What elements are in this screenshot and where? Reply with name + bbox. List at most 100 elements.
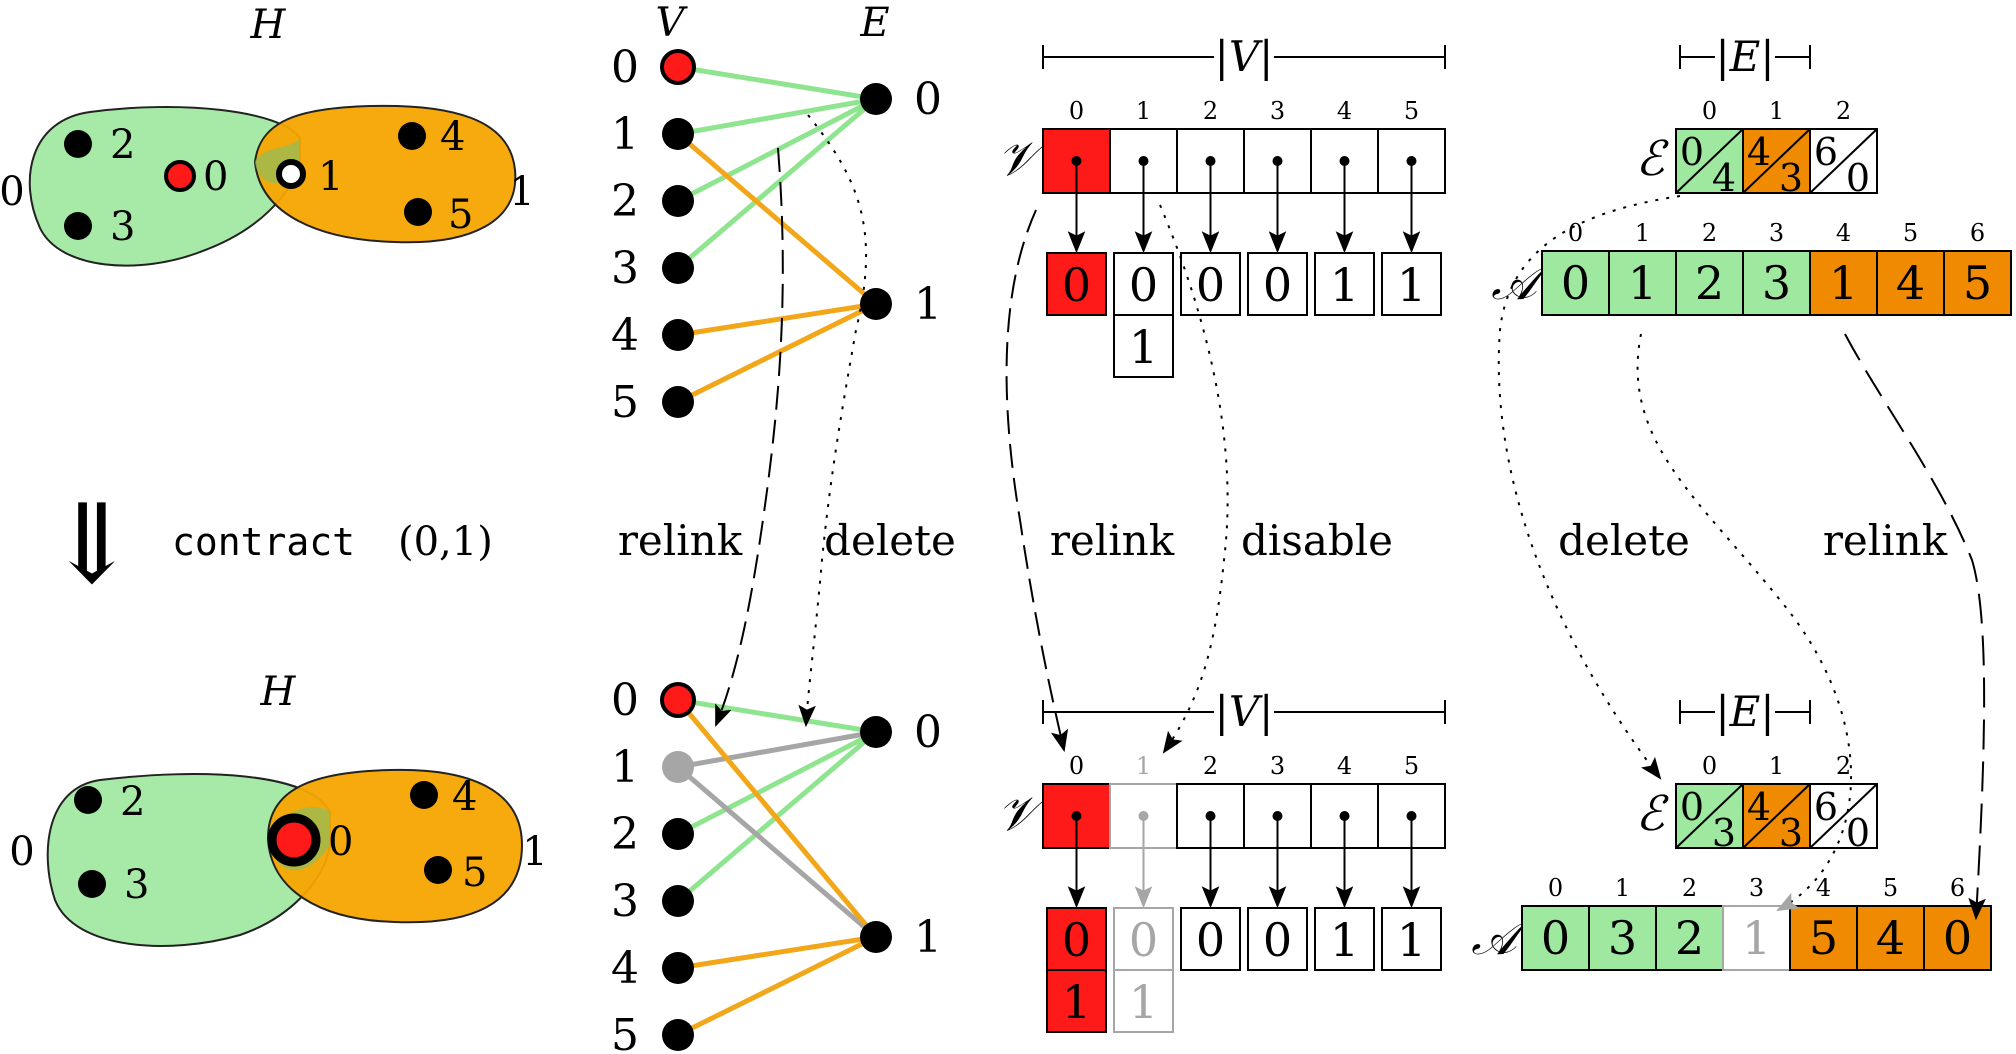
bipartite-top-edge-dot xyxy=(860,288,892,320)
vertex-label-2-bottom: 2 xyxy=(120,779,145,825)
top-vertex-value: 0 xyxy=(1263,258,1292,312)
bottom-edge-cell-diagonal xyxy=(1742,783,1811,849)
bottom-v-size-bracket-label: |V| xyxy=(1215,687,1274,736)
top-a-index-label: 6 xyxy=(1970,219,1985,247)
bipartite-bottom-vertex-dot xyxy=(662,952,694,984)
vertex-label-5-bottom: 5 xyxy=(462,850,487,896)
bipartite-top-edge-line xyxy=(676,132,878,306)
vertex-dot-5-bottom xyxy=(424,856,452,884)
bottom-edge-first-value: 0 xyxy=(1680,785,1704,829)
top-adjacency-value: 1 xyxy=(1628,256,1657,310)
bottom-vertex-extra-value: 1 xyxy=(1062,975,1091,1029)
vertex-dot-3 xyxy=(64,212,92,240)
bipartite-bottom-edge-line xyxy=(676,934,878,1038)
hypergraph-top: H 0 1 2 3 0 1 4 5 xyxy=(0,2,535,267)
top-vertex-value: 0 xyxy=(1129,258,1158,312)
top-vertex-value-box xyxy=(1180,252,1241,316)
bottom-edge-array-symbol: ℰ xyxy=(1635,786,1669,842)
top-v-index-label: 4 xyxy=(1337,97,1352,125)
vertex-dot-2-bottom xyxy=(74,786,102,814)
top-vertex-value: 1 xyxy=(1330,258,1359,312)
vertex-label-3-bottom: 3 xyxy=(124,862,149,908)
top-edge-first-value: 4 xyxy=(1747,130,1771,174)
top-edge-first-value: 0 xyxy=(1680,130,1704,174)
bipartite-bottom-vertex-dot xyxy=(660,682,696,718)
bottom-adjacency-value: 0 xyxy=(1541,911,1570,965)
contract-operation: ⇓ contract (0,1) xyxy=(46,480,493,608)
top-adjacency-value: 2 xyxy=(1695,256,1724,310)
bipartite-top-vertex-label: 0 xyxy=(611,42,639,93)
vertex-array-disable-label: disable xyxy=(1241,516,1393,565)
top-adjacency-cell xyxy=(1809,250,1878,316)
bipartite-e-header: E xyxy=(859,0,889,46)
merged-vertex-dot xyxy=(267,813,321,867)
bipartite-bottom-edge-line xyxy=(677,697,877,735)
bottom-edge-first-value: 4 xyxy=(1747,785,1771,829)
bipartite-bottom-vertex-dot xyxy=(662,1019,694,1051)
bipartite-relink-label: relink xyxy=(618,516,743,565)
hyperedge-1-shape xyxy=(253,104,517,244)
bottom-vertex-value: 1 xyxy=(1397,913,1426,967)
top-vertex-extra-value: 1 xyxy=(1129,320,1158,374)
bipartite-v-header: V xyxy=(656,0,689,46)
bottom-adjacency-cell xyxy=(1722,905,1791,971)
bottom-adjacency-cell xyxy=(1789,905,1858,971)
top-a-index-label: 0 xyxy=(1568,219,1583,247)
top-edge-cell-diagonal xyxy=(1675,128,1744,194)
bipartite-top-vertex-dot xyxy=(662,118,694,150)
bottom-adjacency-value: 5 xyxy=(1809,911,1838,965)
top-a-index-label: 2 xyxy=(1702,219,1717,247)
top-e-index-label: 1 xyxy=(1769,97,1784,125)
adjacency-relink-label: relink xyxy=(1823,516,1948,565)
top-adjacency-value: 4 xyxy=(1896,256,1925,310)
operation-labels: relink delete relink disable delete reli… xyxy=(618,516,1948,565)
bipartite-bottom-edge-line xyxy=(676,698,878,939)
bipartite-top-edge-line xyxy=(677,301,877,338)
hypergraph-bottom: H 0 1 2 3 0 4 5 xyxy=(9,669,548,947)
vertex-dot-3-bottom xyxy=(78,870,106,898)
bottom-vertex-value: 0 xyxy=(1196,913,1225,967)
top-a-index-label: 4 xyxy=(1836,219,1851,247)
bipartite-bottom-vertex-dot xyxy=(662,818,694,850)
bottom-a-index-label: 4 xyxy=(1816,874,1831,902)
hyperedge-0-shape xyxy=(28,106,301,267)
vertex-dot-0 xyxy=(164,160,196,192)
bipartite-top-edge-line xyxy=(676,301,878,405)
hypergraph-title: H xyxy=(250,2,287,48)
vertex-dot-5 xyxy=(404,198,432,226)
bottom-edge-cell-diagonal xyxy=(1675,783,1744,849)
top-adjacency-value: 0 xyxy=(1561,256,1590,310)
bipartite-bottom-vertex-label: 0 xyxy=(611,675,639,726)
bottom-vertex-value: 0 xyxy=(1263,913,1292,967)
contract-function-name: contract xyxy=(172,520,355,564)
hyperedge-1-shape-bottom xyxy=(266,768,524,924)
bottom-adjacency-value: 3 xyxy=(1608,911,1637,965)
top-v-index-label: 1 xyxy=(1136,97,1151,125)
bottom-a-index-label: 5 xyxy=(1883,874,1898,902)
bottom-v-index-label: 5 xyxy=(1404,752,1419,780)
bottom-adjacency-cell xyxy=(1521,905,1590,971)
bipartite-top-edge-node-label: 1 xyxy=(914,279,942,330)
top-v-index-label: 5 xyxy=(1404,97,1419,125)
bottom-v-index-label: 2 xyxy=(1203,752,1218,780)
contract-function-args: (0,1) xyxy=(398,519,493,565)
top-vertex-value-box xyxy=(1314,252,1375,316)
connector-bip-relink xyxy=(715,147,784,728)
bottom-a-index-label: 3 xyxy=(1749,874,1764,902)
bottom-adjacency-cell xyxy=(1588,905,1657,971)
bipartite-top-vertex-label: 5 xyxy=(611,377,639,428)
top-adjacency-cell xyxy=(1943,250,2012,316)
bipartite-bottom-edge-line xyxy=(676,765,878,939)
bipartite-top-edge-dot xyxy=(860,83,892,115)
double-down-arrow-icon: ⇓ xyxy=(46,480,138,608)
bipartite-top-edge-node-label: 0 xyxy=(914,74,942,125)
bipartite-bottom-vertex-dot xyxy=(662,885,694,917)
top-a-index-label: 3 xyxy=(1769,219,1784,247)
bipartite-top-vertex-dot xyxy=(660,49,696,85)
bipartite-top-vertex-label: 3 xyxy=(611,243,639,294)
bottom-vertex-value: 1 xyxy=(1330,913,1359,967)
transition-connectors xyxy=(715,114,1986,921)
top-vertex-extra-box xyxy=(1113,314,1174,378)
